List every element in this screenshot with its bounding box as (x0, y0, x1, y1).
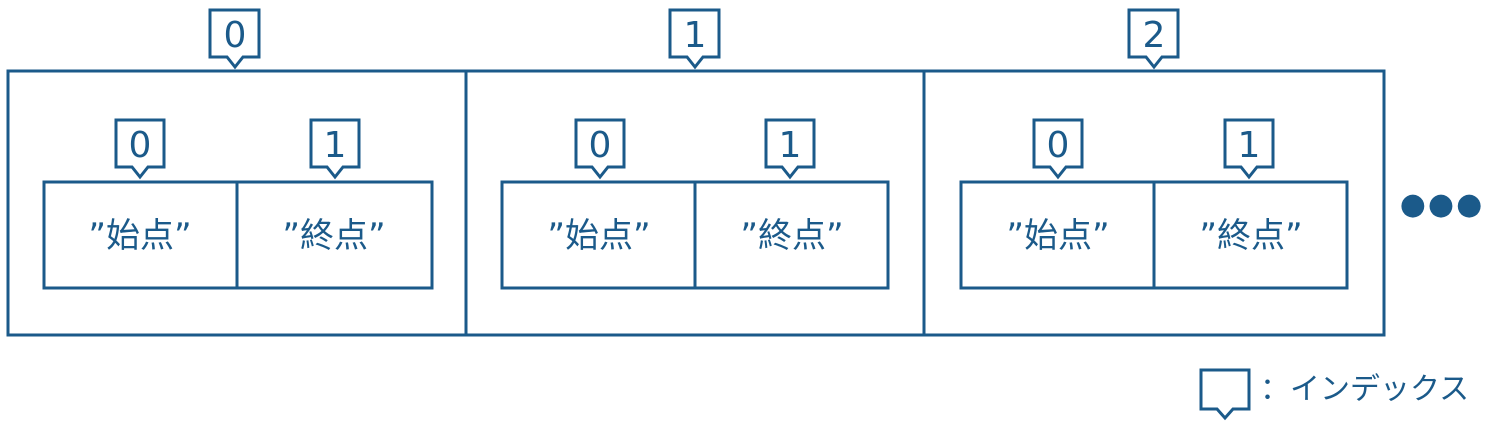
cell-value: ”終点” (282, 216, 385, 256)
index-tag-icon (574, 118, 626, 180)
index-tag-icon (1199, 368, 1251, 421)
index-tag-icon (309, 118, 361, 180)
outer-index-label: 1 (684, 15, 707, 56)
index-tag-icon (1223, 118, 1275, 180)
index-tag-icon (764, 118, 816, 180)
cell-value: ”終点” (1199, 216, 1302, 256)
outer-element-2: 2 0 1 ”始点” ”終点” (959, 8, 1349, 290)
index-tag-icon (208, 8, 261, 70)
cell-value: ”始点” (1006, 216, 1109, 256)
continuation-ellipsis: ●●● (1400, 187, 1485, 222)
inner-index-label: 0 (129, 125, 152, 166)
index-tag-icon (114, 118, 166, 180)
cell-value: ”終点” (740, 216, 843, 256)
inner-index-label: 0 (1047, 125, 1070, 166)
inner-index-label: 1 (779, 125, 802, 166)
cell-value: ”始点” (547, 216, 650, 256)
cell-value: ”始点” (88, 216, 191, 256)
legend: ：インデックス (1199, 368, 1469, 421)
legend-label: ：インデックス (1260, 372, 1469, 407)
inner-index-label: 1 (1238, 125, 1261, 166)
outer-element-0: 0 0 1 ”始点” ”終点” (42, 8, 434, 290)
inner-index-label: 0 (589, 125, 612, 166)
index-tag-icon (1127, 8, 1180, 70)
outer-element-1: 1 0 1 ”始点” ”終点” (500, 8, 890, 290)
index-tag-icon (1032, 118, 1084, 180)
inner-index-label: 1 (324, 125, 347, 166)
outer-index-label: 0 (224, 15, 247, 56)
outer-index-label: 2 (1143, 15, 1166, 56)
index-tag-icon (668, 8, 721, 70)
